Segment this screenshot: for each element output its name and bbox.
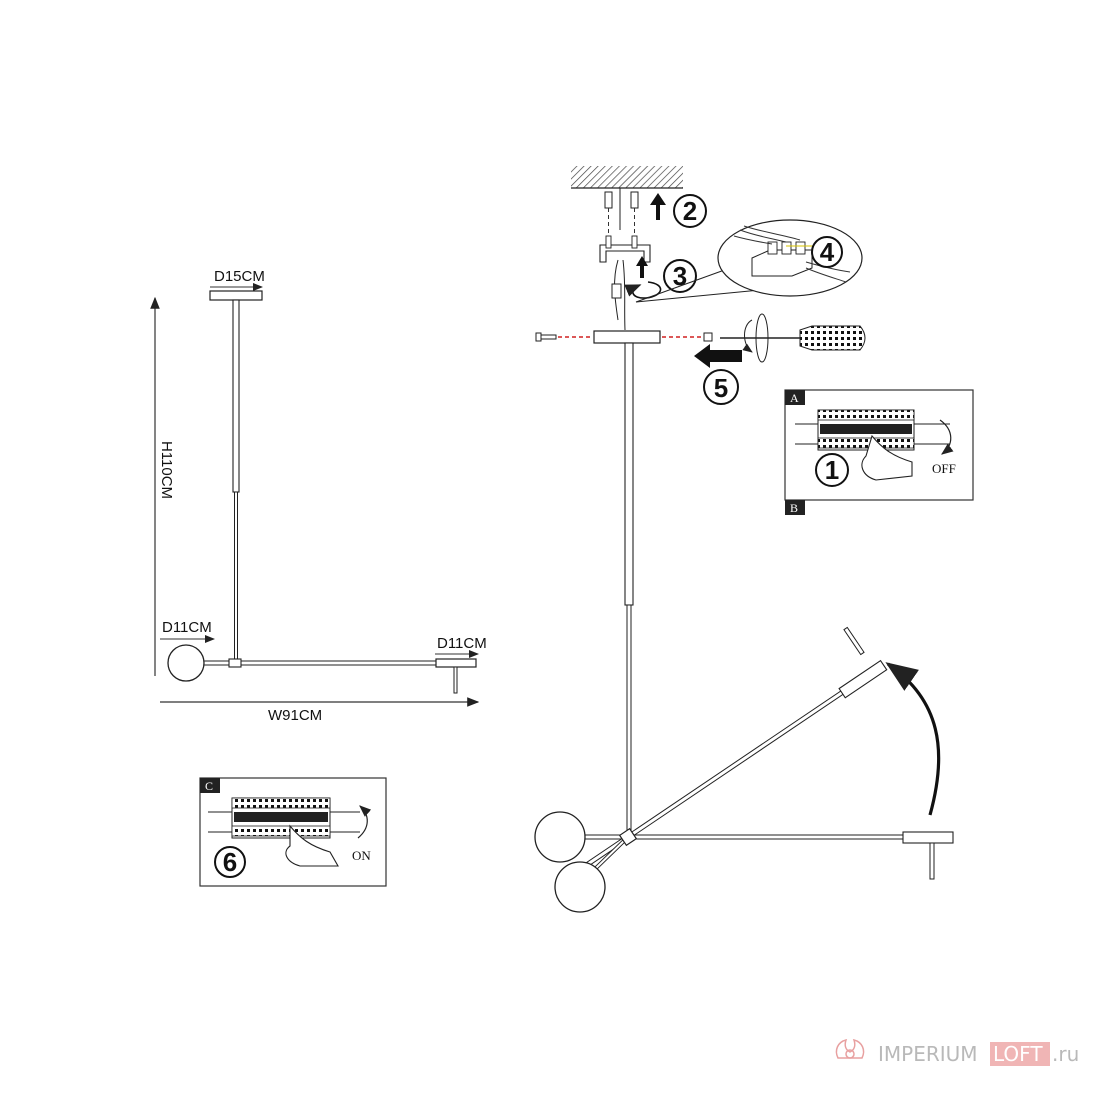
ceiling (571, 166, 683, 188)
right-joint (618, 827, 638, 847)
step5-badge (703, 369, 739, 405)
breaker-block-c (231, 797, 331, 839)
off-label: OFF (932, 461, 956, 476)
globe-label: D11CM (162, 619, 212, 636)
box-b-tab (785, 500, 805, 515)
width-label: W91CM (268, 707, 322, 724)
watermark-imperium: IMPERIUM (878, 1042, 978, 1066)
watermark-loft-bg (990, 1042, 1050, 1066)
end-canopy (435, 658, 477, 668)
screwdriver-icon (720, 313, 866, 363)
diagonal-end-canopy (838, 659, 888, 699)
step3-number: 3 (673, 261, 687, 291)
step4-number: 4 (820, 237, 835, 267)
crown-icon (835, 1038, 865, 1059)
on-arrow (357, 805, 372, 839)
step2-badge (673, 194, 707, 228)
right-lower-rod (626, 604, 632, 834)
globe-shade (167, 644, 205, 682)
right-upper-rod (624, 342, 634, 606)
watermark-ru: .ru (1052, 1042, 1079, 1066)
right-globe-upper (534, 811, 586, 863)
top-canopy (209, 290, 263, 301)
end-pin (453, 666, 458, 694)
watermark: IMPERIUM LOFT .ru (835, 1038, 1079, 1066)
box-c-tab (200, 778, 220, 793)
breaker-on-box: C ON 6 (199, 777, 387, 887)
installation-steps: 2 3 4 (534, 166, 954, 913)
breaker-block-a (817, 409, 915, 451)
dimension-drawing: H110CM D15CM D11CM D11CM W91CM (150, 268, 487, 724)
arm-joint (228, 658, 242, 668)
height-label: H110CM (158, 441, 175, 499)
step2-number: 2 (683, 196, 697, 226)
breaker-off-box: A B OFF 1 (784, 389, 974, 515)
step3-badge (663, 259, 697, 293)
mounting-screw-left (535, 332, 557, 342)
off-arrow (939, 419, 954, 455)
wire-connector (611, 283, 622, 299)
hand-a (861, 434, 913, 481)
rotate-arrow (624, 281, 662, 299)
end-canopy-label: D11CM (437, 635, 487, 652)
box-b-letter: B (790, 501, 798, 515)
watermark-loft: LOFT (993, 1042, 1043, 1066)
step5-number: 5 (714, 373, 728, 403)
box-c-letter: C (205, 779, 213, 793)
right-globe-lower (554, 861, 606, 913)
on-label: ON (352, 848, 371, 863)
box-a-tab (785, 390, 805, 405)
right-end-pin (929, 842, 935, 880)
box-a-letter: A (790, 391, 799, 405)
upper-rod (232, 299, 240, 493)
mounting-screw-right (703, 332, 713, 342)
hand-c (285, 824, 339, 867)
step6-badge (214, 846, 246, 878)
right-canopy (593, 330, 661, 344)
step6-number: 6 (223, 847, 237, 877)
right-end-canopy (902, 831, 954, 844)
step5-push-arrow (694, 344, 742, 368)
step2-up-arrow (650, 193, 666, 220)
step1-number: 1 (825, 455, 839, 485)
step1-badge (815, 453, 849, 487)
mounting-bracket (599, 244, 651, 263)
top-canopy-label: D15CM (214, 268, 265, 285)
step4-badge (811, 236, 843, 268)
lower-rod (234, 491, 238, 663)
terminal-callout: 4 (635, 219, 863, 303)
rotate-arm-arrow (885, 662, 941, 816)
diagonal-end-pin (843, 626, 865, 656)
